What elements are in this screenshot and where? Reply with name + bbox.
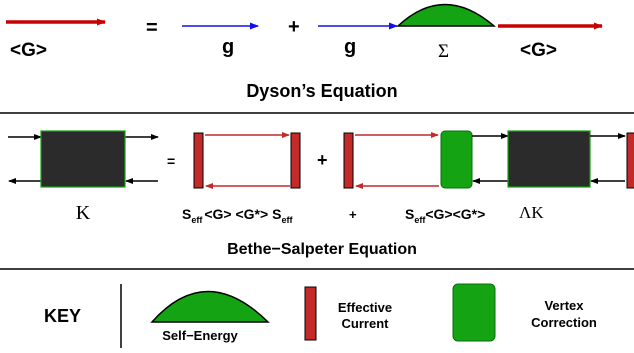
dyson-plus-sign: + — [288, 16, 300, 38]
bethe-plus-top: + — [317, 150, 328, 170]
dyson-title: Dyson’s Equation — [246, 81, 397, 101]
term1-mid: <G> <G*> — [204, 206, 268, 222]
dyson-g1-label: g — [222, 36, 234, 58]
term2-current-bar — [343, 132, 354, 189]
term2-vertex-box — [440, 130, 473, 189]
dyson-self-energy-dome — [396, 3, 497, 27]
term2-s: S — [405, 206, 414, 222]
term2-sub: eff — [414, 215, 426, 225]
key-self-energy-dome — [150, 290, 270, 323]
term1-right-current-bar — [290, 132, 301, 189]
term1-sub1: eff — [191, 215, 203, 225]
term1-label: Seff<G> <G*>Seff — [182, 206, 294, 225]
lambda-kappa-label: ΛK — [519, 203, 544, 222]
dyson-g2-label: g — [344, 36, 356, 58]
key-vertex-line1: Vertex — [544, 298, 584, 313]
key-effective-line1: Effective — [338, 300, 392, 315]
term2-rest: <G><G*> — [425, 206, 485, 222]
term1-s2: S — [272, 206, 281, 222]
bethe-plus-bottom: + — [349, 207, 357, 222]
key-self-energy-label: Self−Energy — [162, 328, 238, 343]
kappa-label: K — [76, 202, 91, 224]
term2-label: Seff<G><G*> — [405, 206, 485, 225]
dyson-equals-sign: = — [146, 17, 158, 39]
term1-sub2: eff — [282, 215, 294, 225]
term1-left-current-bar — [193, 132, 204, 189]
dyson-lhs-label: <G> — [10, 40, 47, 61]
key-title: KEY — [44, 306, 81, 326]
key-vertex-box — [452, 283, 496, 342]
key-effective-current-bar — [304, 286, 317, 341]
dyson-rhs-label: <G> — [520, 40, 557, 61]
term2-right-current-bar — [626, 132, 634, 189]
key-effective-line2: Current — [342, 316, 390, 331]
term2-kappa-box — [507, 130, 591, 188]
dyson-sigma-label: Σ — [438, 41, 449, 62]
bethe-equals-sign: = — [167, 153, 175, 169]
kappa-box — [40, 130, 126, 188]
bethe-title: Bethe−Salpeter Equation — [227, 241, 417, 258]
term1-s1: S — [182, 206, 191, 222]
key-vertex-line2: Correction — [531, 315, 597, 330]
